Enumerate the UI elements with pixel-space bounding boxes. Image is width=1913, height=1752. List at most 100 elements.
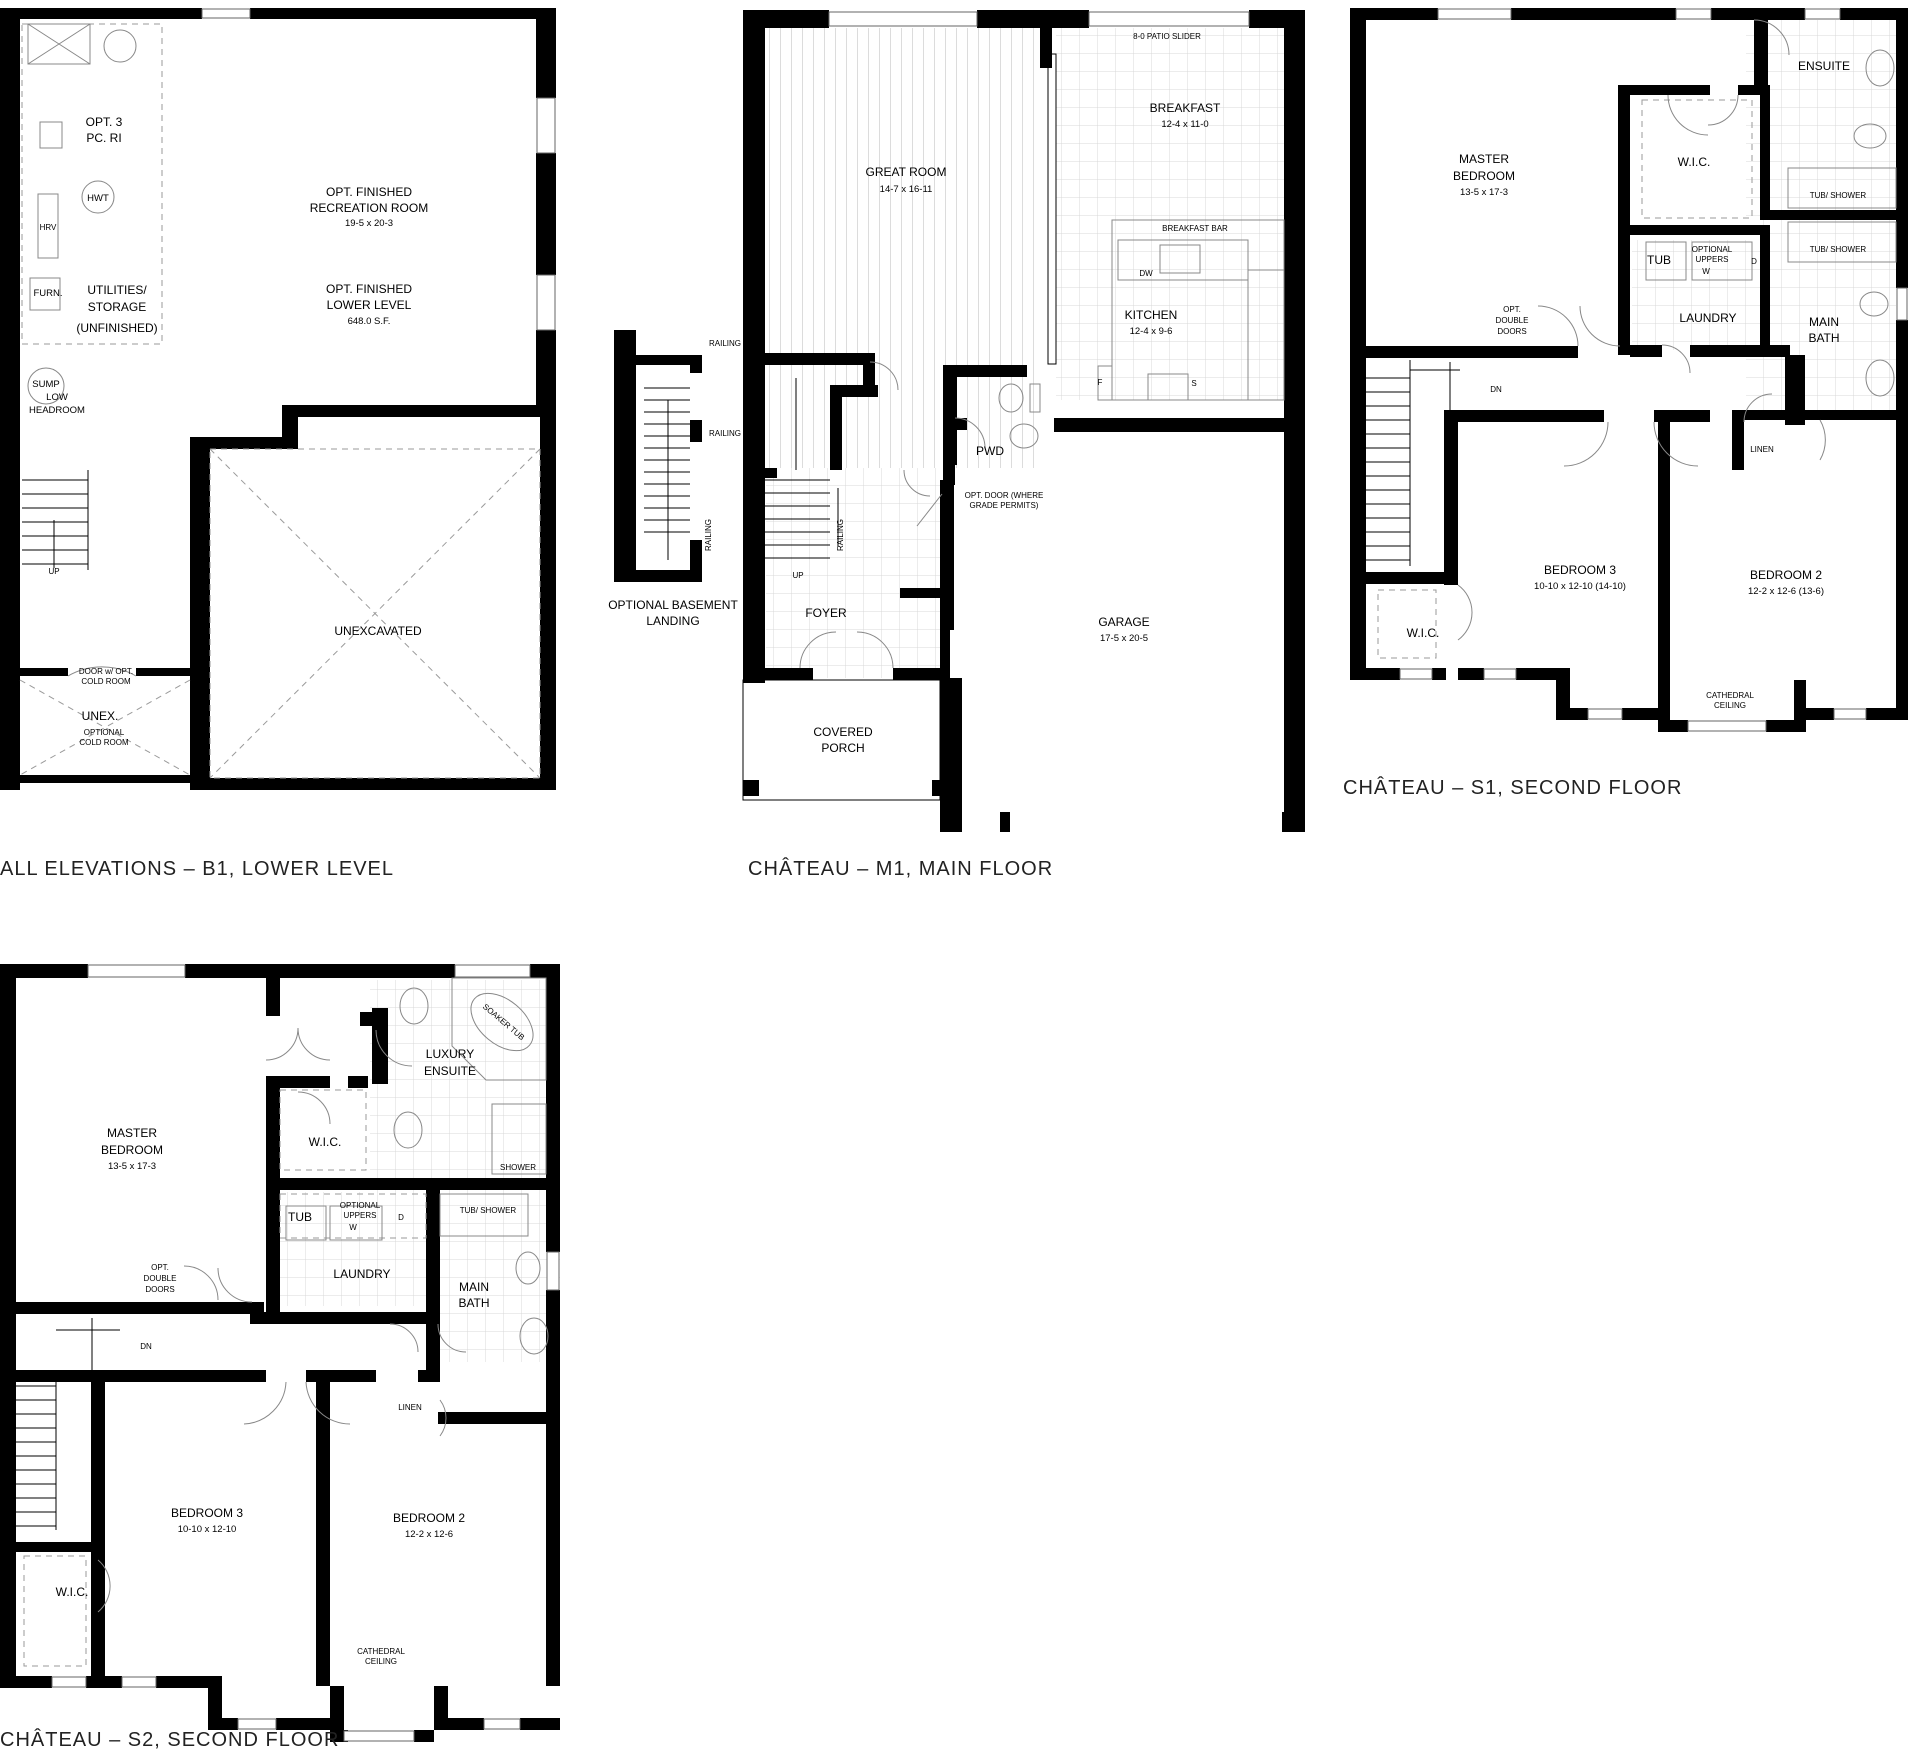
s2-walls [0, 964, 560, 1742]
s1-bed3-dim: 10-10 x 12-10 (14-10) [1534, 581, 1626, 592]
b1-storage-label: STORAGE [88, 300, 146, 314]
s2-master-dim: 13-5 x 17-3 [108, 1161, 156, 1172]
s1-master-dim: 13-5 x 17-3 [1460, 187, 1508, 198]
s2-uppers-label-1: OPTIONAL [340, 1201, 381, 1210]
m1-up-label: UP [792, 571, 803, 580]
s2-bath-label-2: BATH [458, 1296, 489, 1310]
b1-unexcavated-label: UNEXCAVATED [334, 624, 422, 638]
s1-bed2-dim: 12-2 x 12-6 (13-6) [1748, 586, 1824, 597]
b1-rec-label-2: RECREATION ROOM [310, 201, 428, 215]
m1-dw-label: DW [1139, 269, 1153, 278]
caption-s2: CHÂTEAU – S2, SECOND FLOOR [0, 1728, 339, 1751]
s2-windows [51, 964, 560, 1742]
b1-lower-level-label-2: LOWER LEVEL [327, 298, 412, 312]
s1-cath-label-2: CEILING [1714, 701, 1746, 710]
s1-dbl-label-2: DOUBLE [1496, 316, 1529, 325]
s2-dn-label: DN [140, 1342, 152, 1351]
s1-wic-label: W.I.C. [1678, 155, 1711, 169]
b1-labels: OPT. 3 PC. RI HWT HRV FURN. UTILITIES/ S… [29, 115, 428, 747]
s2-shower-label: SHOWER [500, 1163, 536, 1172]
b1-furnace-label: FURN. [33, 288, 62, 299]
s2-dbl-label-1: OPT. [151, 1263, 169, 1272]
m1-great-room-label: GREAT ROOM [866, 165, 947, 179]
b1-rec-dim: 19-5 x 20-3 [345, 218, 393, 229]
s2-bed3-dim: 10-10 x 12-10 [178, 1524, 237, 1535]
b1-hrv-label: HRV [40, 223, 57, 232]
plan-m1-main-floor: GREAT ROOM 14-7 x 16-11 8-0 PATIO SLIDER… [608, 10, 1305, 832]
s2-uppers-label-2: UPPERS [344, 1211, 377, 1220]
s2-luxury-label-1: LUXURY [426, 1047, 474, 1061]
s1-wic2-label: W.I.C. [1407, 626, 1440, 640]
s2-master-label-2: BEDROOM [101, 1143, 163, 1157]
s1-windows [1399, 8, 1908, 732]
m1-dn-label: DN [866, 385, 878, 394]
m1-breakfast-bar-label: BREAKFAST BAR [1162, 224, 1228, 233]
s2-luxury-label-2: ENSUITE [424, 1064, 476, 1078]
s1-tubshower-label-2: TUB/ SHOWER [1810, 245, 1867, 254]
s2-dbl-label-2: DOUBLE [144, 1274, 177, 1283]
m1-patio-label: 8-0 PATIO SLIDER [1133, 32, 1201, 41]
m1-kitchen-dim: 12-4 x 9-6 [1130, 326, 1173, 337]
b1-area: 648.0 S.F. [348, 316, 391, 327]
b1-cold-label-1: OPTIONAL [84, 728, 125, 737]
s2-labels: MASTER BEDROOM 13-5 x 17-3 W.I.C. LUXURY… [56, 1002, 537, 1666]
s1-cath-label-1: CATHEDRAL [1706, 691, 1754, 700]
s1-dbl-label-3: DOORS [1497, 327, 1526, 336]
m1-walls [743, 10, 1305, 832]
s2-laundry-label: LAUNDRY [333, 1267, 390, 1281]
s1-uppers-label-2: UPPERS [1696, 255, 1729, 264]
s1-walls [1350, 8, 1908, 732]
b1-low-label: LOW [46, 392, 68, 403]
m1-railing-label-3: RAILING [704, 519, 713, 551]
m1-fixtures [644, 219, 1285, 669]
m1-labels: GREAT ROOM 14-7 x 16-11 8-0 PATIO SLIDER… [608, 32, 1228, 755]
b1-unex-label: UNEX. [82, 709, 119, 723]
b1-hwt-label: HWT [87, 193, 109, 204]
m1-railing-label-1: RAILING [709, 339, 741, 348]
m1-porch-label-1: COVERED [813, 725, 873, 739]
b1-door-label-1: DOOR w/ OPT. [79, 667, 133, 676]
m1-garage-label: GARAGE [1098, 615, 1149, 629]
b1-unfinished-label: (UNFINISHED) [76, 321, 157, 335]
s2-fixtures [16, 977, 549, 1667]
b1-up-label: UP [48, 567, 59, 576]
caption-s1: CHÂTEAU – S1, SECOND FLOOR [1343, 776, 1682, 799]
m1-foyer-label: FOYER [805, 606, 847, 620]
s1-dn-label: DN [1490, 385, 1502, 394]
s1-laundry-label: LAUNDRY [1679, 311, 1736, 325]
m1-floor-finishes [766, 28, 1284, 678]
s1-dbl-label-1: OPT. [1503, 305, 1521, 314]
s1-bath-label-1: MAIN [1809, 315, 1839, 329]
s2-tubshower-label: TUB/ SHOWER [460, 1206, 517, 1215]
s2-master-label-1: MASTER [107, 1126, 157, 1140]
b1-utilities-label: UTILITIES/ [87, 283, 147, 297]
caption-m1: CHÂTEAU – M1, MAIN FLOOR [748, 857, 1053, 880]
s1-tub-label: TUB [1647, 253, 1671, 267]
m1-landing-label-1: OPTIONAL BASEMENT [608, 598, 738, 612]
b1-cold-label-2: COLD ROOM [79, 738, 129, 747]
s2-dbl-label-3: DOORS [145, 1285, 174, 1294]
s1-linen-label: LINEN [1750, 445, 1774, 454]
s1-master-label-2: BEDROOM [1453, 169, 1515, 183]
b1-opt3-label: OPT. 3 [86, 115, 123, 129]
caption-b1: ALL ELEVATIONS – B1, LOWER LEVEL [0, 858, 394, 880]
s2-floor-finishes [276, 980, 560, 1362]
m1-basement-landing-walls [614, 330, 702, 582]
s2-tub-label: TUB [288, 1210, 312, 1224]
m1-fridge-label: F [1098, 378, 1103, 387]
m1-breakfast-dim: 12-4 x 11-0 [1161, 119, 1208, 130]
m1-optdoor-label-1: OPT. DOOR (WHERE [965, 491, 1044, 500]
s1-labels: MASTER BEDROOM 13-5 x 17-3 W.I.C. ENSUIT… [1407, 59, 1867, 710]
s2-bath-label-1: MAIN [459, 1280, 489, 1294]
s1-bath-label-2: BATH [1808, 331, 1839, 345]
m1-railing-label-4: RAILING [836, 519, 845, 551]
s2-cath-label-2: CEILING [365, 1657, 397, 1666]
b1-sump-label: SUMP [32, 379, 59, 390]
m1-porch-label-2: PORCH [821, 741, 864, 755]
s2-dryer-label: D [398, 1213, 404, 1222]
s1-washer-label: W [1702, 267, 1710, 276]
m1-breakfast-label: BREAKFAST [1150, 101, 1221, 115]
m1-great-room-dim: 14-7 x 16-11 [880, 184, 933, 195]
s1-bed2-label: BEDROOM 2 [1750, 568, 1822, 582]
